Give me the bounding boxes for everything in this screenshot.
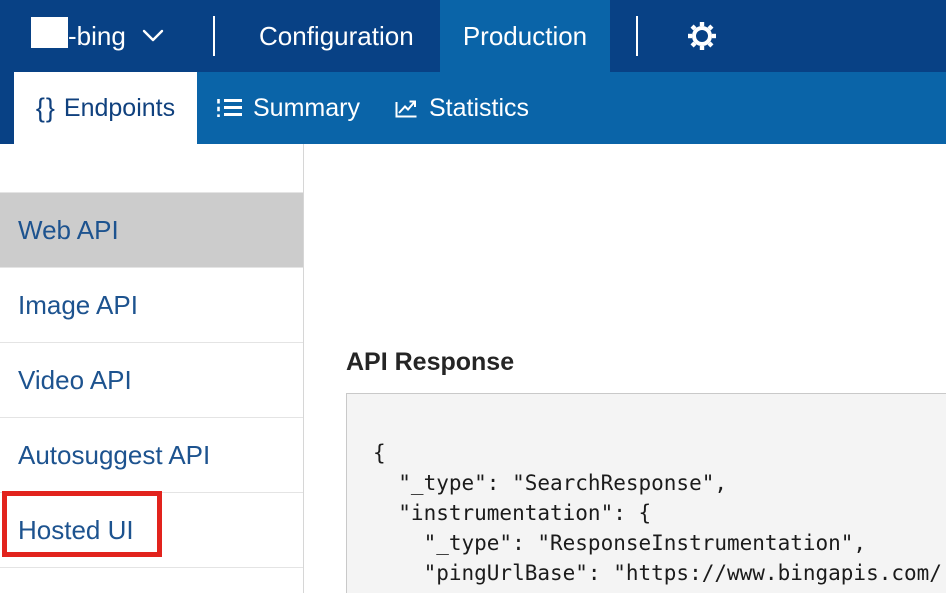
redaction-box [31,17,68,48]
nav-configuration-label: Configuration [259,20,414,51]
nav-configuration[interactable]: Configuration [259,0,414,72]
tab-endpoints-label: Endpoints [63,93,176,122]
code-line: "_type": "ResponseInstrumentation", [373,531,867,555]
api-response-code-block: { "_type": "SearchResponse", "instrument… [346,393,946,593]
sidebar-item-autosuggest-api[interactable]: Autosuggest API [0,418,303,493]
tabbar-left-accent [0,72,14,144]
sidebar-item-label: Hosted UI [18,514,134,545]
tab-statistics-label: Statistics [429,93,530,122]
main-content: API Response { "_type": "SearchResponse"… [304,144,946,593]
tab-summary[interactable]: Summary [216,72,360,144]
tab-summary-label: Summary [253,93,360,122]
sidebar-item-video-api[interactable]: Video API [0,343,303,418]
sidebar-item-hosted-ui[interactable]: Hosted UI [0,493,303,568]
code-line: { [373,441,386,465]
line-chart-icon [395,100,417,118]
sidebar-item-image-api[interactable]: Image API [0,268,303,343]
instance-name-label: -bing [68,20,126,51]
sidebar-header-spacer [0,144,303,193]
list-icon [217,99,242,117]
code-line: "_type": "SearchResponse", [373,471,728,495]
page-title: API Response [346,348,515,376]
sidebar-item-web-api[interactable]: Web API [0,193,303,268]
endpoint-sidebar: Web API Image API Video API Autosuggest … [0,144,304,593]
chevron-down-icon[interactable] [142,29,164,43]
section-tab-bar: {} Endpoints Summary Statistics [0,72,946,144]
sidebar-item-label: Video API [18,364,132,395]
topbar-divider [636,16,638,56]
sidebar-item-label: Autosuggest API [18,439,211,470]
sidebar-item-label: Web API [18,214,119,245]
nav-production-label: Production [462,20,588,51]
instance-switcher[interactable]: -bing [68,0,126,72]
code-line: "instrumentation": { [373,501,652,525]
topbar-divider [213,16,215,56]
tab-statistics[interactable]: Statistics [393,72,529,144]
tab-endpoints[interactable]: {} Endpoints [14,72,197,144]
sidebar-item-label: Image API [18,289,138,320]
nav-production[interactable]: Production [440,0,610,72]
code-line: "pingUrlBase": "https://www.bingapis.com… [373,561,942,585]
gear-icon[interactable] [687,21,717,51]
top-navigation-bar: -bing Configuration Production [0,0,946,72]
braces-icon: {} [35,92,56,123]
